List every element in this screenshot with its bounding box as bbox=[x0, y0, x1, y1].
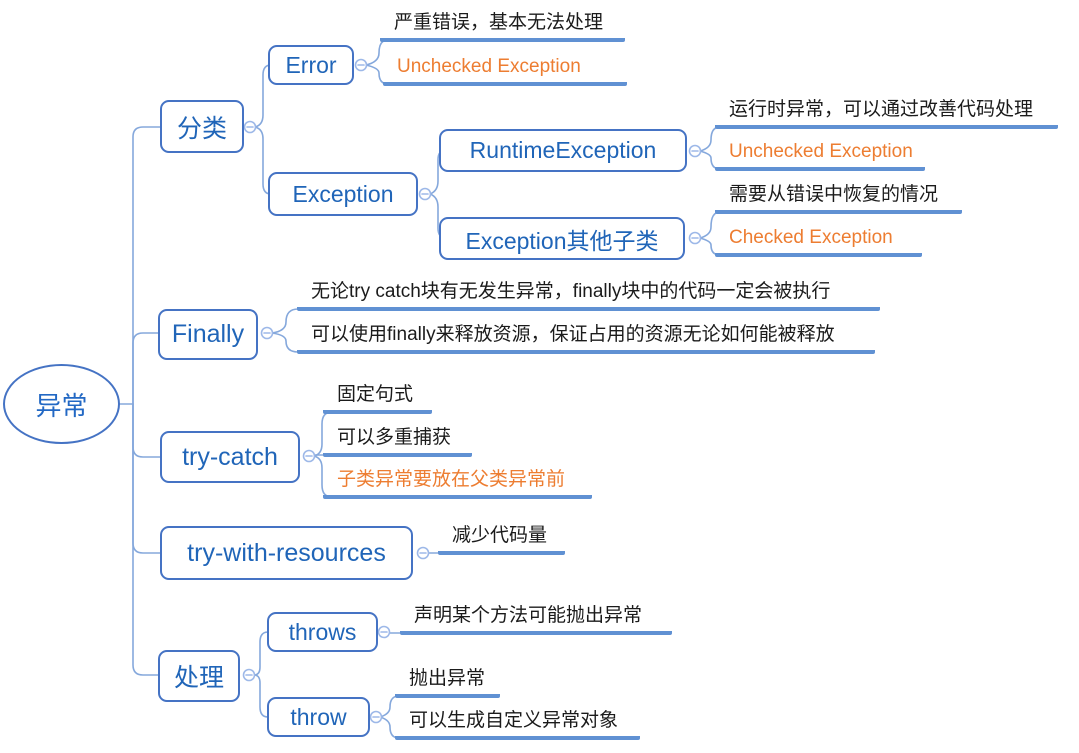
topic-finally[interactable]: Finally bbox=[158, 309, 258, 360]
leaf-trycatch-point-3[interactable]: 子类异常要放在父类异常前 bbox=[323, 467, 592, 499]
root-topic-exception[interactable]: 异常 bbox=[3, 364, 120, 444]
branch-finally-1 bbox=[271, 308, 299, 334]
collapse-button-error[interactable] bbox=[354, 58, 368, 72]
leaf-runtime-desc[interactable]: 运行时异常，可以通过改善代码处理 bbox=[715, 97, 1058, 129]
leaf-error-type[interactable]: Unchecked Exception bbox=[383, 54, 627, 86]
topic-throws[interactable]: throws bbox=[267, 612, 378, 652]
branch-throw-1 bbox=[379, 695, 400, 718]
leaf-other-type[interactable]: Checked Exception bbox=[715, 225, 922, 257]
topic-try-catch[interactable]: try-catch bbox=[160, 431, 300, 483]
leaf-finally-point-2[interactable]: 可以使用finally来释放资源，保证占用的资源无论如何能被释放 bbox=[297, 322, 875, 354]
branch-root-classify bbox=[132, 126, 161, 405]
collapse-button-other[interactable] bbox=[688, 231, 702, 245]
collapse-button-classify[interactable] bbox=[243, 120, 257, 134]
collapse-button-throw[interactable] bbox=[369, 710, 383, 724]
collapse-button-finally[interactable] bbox=[260, 326, 274, 340]
leaf-trywith-point-1[interactable]: 减少代码量 bbox=[438, 523, 565, 555]
topic-runtime-exception[interactable]: RuntimeException bbox=[439, 129, 687, 172]
leaf-throws-point-1[interactable]: 声明某个方法可能抛出异常 bbox=[400, 603, 672, 635]
collapse-button-throws[interactable] bbox=[377, 625, 391, 639]
collapse-button-trycatch[interactable] bbox=[302, 449, 316, 463]
leaf-runtime-type[interactable]: Unchecked Exception bbox=[715, 139, 925, 171]
branch-classify-error bbox=[254, 64, 272, 128]
branch-throw-2 bbox=[379, 716, 400, 739]
collapse-button-exception[interactable] bbox=[418, 187, 432, 201]
topic-exception[interactable]: Exception bbox=[268, 172, 418, 216]
leaf-throw-point-2[interactable]: 可以生成自定义异常对象 bbox=[395, 708, 640, 740]
leaf-error-desc[interactable]: 严重错误，基本无法处理 bbox=[380, 10, 625, 42]
topic-throw[interactable]: throw bbox=[267, 697, 370, 737]
leaf-other-desc[interactable]: 需要从错误中恢复的情况 bbox=[715, 182, 962, 214]
leaf-trycatch-point-2[interactable]: 可以多重捕获 bbox=[323, 425, 472, 457]
branch-handle-throw bbox=[253, 674, 269, 718]
topic-error[interactable]: Error bbox=[268, 45, 354, 85]
leaf-throw-point-1[interactable]: 抛出异常 bbox=[395, 666, 500, 698]
branch-finally-2 bbox=[271, 332, 299, 353]
topic-handle[interactable]: 处理 bbox=[158, 650, 240, 702]
collapse-button-handle[interactable] bbox=[242, 668, 256, 682]
branch-root-finally bbox=[132, 332, 159, 405]
branch-root-handle bbox=[132, 403, 159, 676]
collapse-button-trywith[interactable] bbox=[416, 546, 430, 560]
branch-handle-throws bbox=[253, 631, 269, 676]
leaf-trycatch-point-1[interactable]: 固定句式 bbox=[323, 382, 432, 414]
topic-classify[interactable]: 分类 bbox=[160, 100, 244, 153]
branch-classify-exception bbox=[254, 126, 272, 195]
topic-try-with-resources[interactable]: try-with-resources bbox=[160, 526, 413, 580]
collapse-button-runtime[interactable] bbox=[688, 144, 702, 158]
leaf-finally-point-1[interactable]: 无论try catch块有无发生异常，finally块中的代码一定会被执行 bbox=[297, 279, 880, 311]
branch-root-trycatch bbox=[132, 403, 161, 458]
branch-root-trywith bbox=[132, 403, 161, 554]
topic-exception-other-subclass[interactable]: Exception其他子类 bbox=[439, 217, 685, 260]
